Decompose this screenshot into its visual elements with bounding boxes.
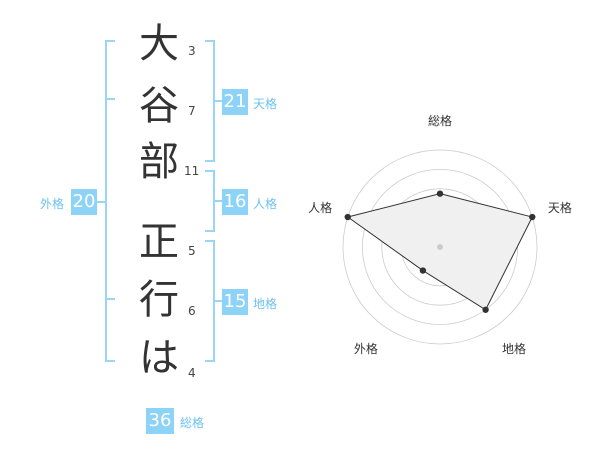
chikaku-connector <box>213 300 222 302</box>
jinkaku-connector <box>213 200 222 202</box>
radar-axis-label-4: 外格 <box>354 341 378 356</box>
radar-axis-label-1: 総格 <box>428 113 452 128</box>
radar-point-1 <box>436 190 444 197</box>
radar-axis-label-3: 地格 <box>502 341 526 356</box>
gaikaku-connector <box>97 201 107 203</box>
name-char-4: 正 <box>139 219 179 265</box>
radar-ring-5 <box>342 149 538 345</box>
chikaku-label: 地格 <box>253 297 278 311</box>
radar-point-4 <box>419 267 427 274</box>
stroke-count-6: 4 <box>188 366 196 380</box>
gaikaku-bracket-tick-bottom <box>105 298 115 300</box>
radar-axis-label-5: 人格 <box>308 200 332 215</box>
gaikaku-bracket-tick-top <box>105 98 115 100</box>
radar-point-5 <box>344 213 351 221</box>
stroke-count-4: 5 <box>188 244 196 258</box>
radar-center <box>437 244 443 250</box>
stroke-count-3: 11 <box>184 164 200 178</box>
radar-points <box>344 190 536 313</box>
tenkaku-connector <box>213 100 222 102</box>
name-char-2: 谷 <box>139 83 179 129</box>
radar-point-3 <box>482 306 489 313</box>
name-char-1: 大 <box>139 21 179 67</box>
tenkaku-label: 天格 <box>253 97 278 111</box>
gaikaku-value: 20 <box>71 189 97 215</box>
gaikaku-label: 外格 <box>40 197 65 211</box>
radar-axis-label-2: 天格 <box>548 200 572 215</box>
chikaku-value: 15 <box>222 289 248 315</box>
stroke-count-2: 7 <box>188 104 196 118</box>
soukaku-value: 36 <box>146 408 174 434</box>
stroke-count-1: 3 <box>188 44 196 58</box>
stroke-count-5: 6 <box>188 304 196 318</box>
name-char-3: 部 <box>139 139 179 185</box>
radar-point-2 <box>529 213 536 221</box>
jinkaku-label: 人格 <box>253 197 278 211</box>
tenkaku-value: 21 <box>222 89 248 115</box>
jinkaku-value: 16 <box>222 189 248 215</box>
radar-polygon <box>346 193 533 311</box>
soukaku-label: 総格 <box>180 416 205 430</box>
name-char-6: は <box>139 335 179 381</box>
name-char-5: 行 <box>139 277 179 323</box>
